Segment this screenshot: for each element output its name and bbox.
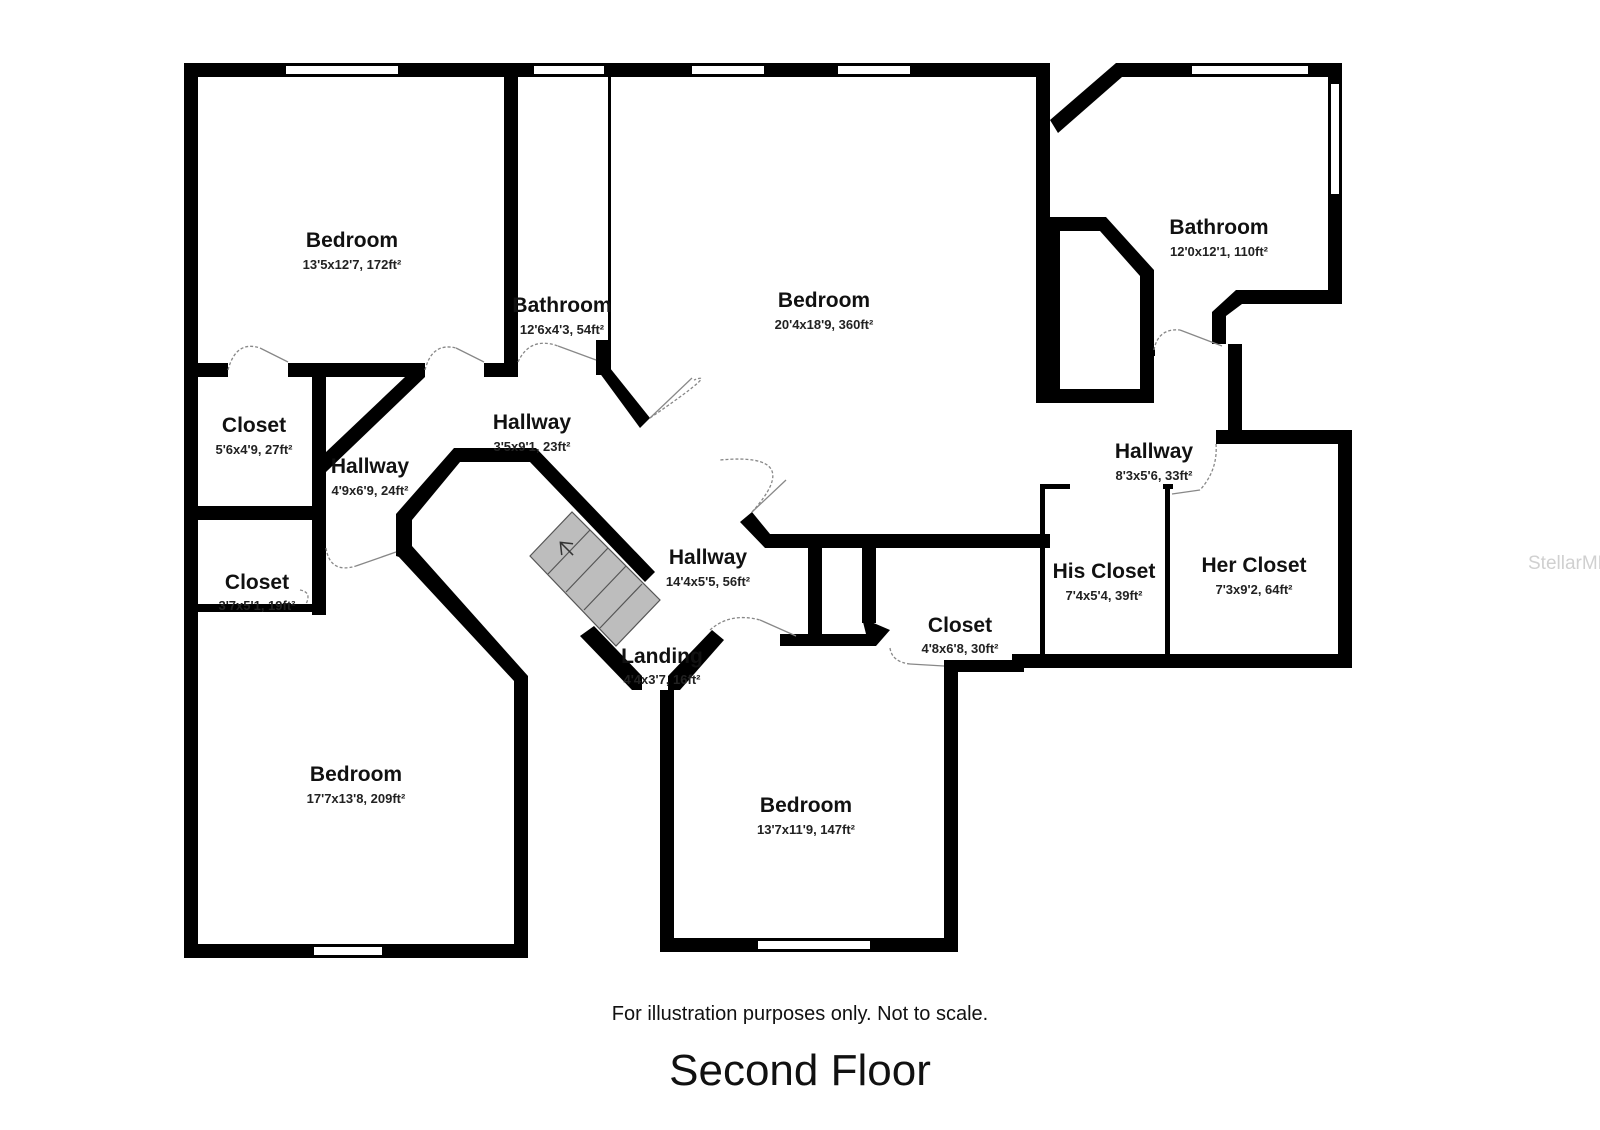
- room-bedroom-3: Bedroom 17'7x13'8, 209ft²: [307, 763, 406, 806]
- room-dims: 8'3x5'6, 33ft²: [1115, 468, 1193, 483]
- room-bedroom-4: Bedroom 13'7x11'9, 147ft²: [757, 794, 856, 837]
- room-name: Hallway: [331, 455, 410, 478]
- stair-direction-arrow-icon: [559, 541, 574, 556]
- disclaimer-note: For illustration purposes only. Not to s…: [611, 1003, 989, 1025]
- room-labels: Bedroom 13'5x12'7, 172ft² Bathroom 12'6x…: [215, 216, 1306, 837]
- room-bedroom-2: Bedroom 20'4x18'9, 360ft²: [775, 289, 874, 332]
- room-landing: Landing 4'4x3'7, 16ft²: [621, 645, 703, 687]
- walls: [184, 63, 1352, 958]
- room-hallway-1: Hallway 3'5x9'1, 23ft²: [493, 411, 572, 454]
- room-closet-3: Closet 4'8x6'8, 30ft²: [921, 614, 999, 656]
- room-name: Closet: [928, 614, 992, 637]
- room-dims: 3'7x5'1, 19ft²: [218, 598, 296, 613]
- room-name: Closet: [225, 571, 289, 594]
- room-hallway-3: Hallway 8'3x5'6, 33ft²: [1115, 440, 1194, 483]
- room-name: His Closet: [1053, 560, 1156, 583]
- room-name: Bathroom: [1169, 216, 1268, 239]
- room-dims: 3'5x9'1, 23ft²: [493, 439, 571, 454]
- room-dims: 12'0x12'1, 110ft²: [1170, 244, 1269, 259]
- room-name: Hallway: [1115, 440, 1194, 463]
- room-dims: 7'3x9'2, 64ft²: [1215, 582, 1293, 597]
- doors: [227, 329, 1223, 667]
- room-bathroom-2: Bathroom 12'0x12'1, 110ft²: [1169, 216, 1268, 259]
- room-name: Hallway: [669, 546, 748, 569]
- room-dims: 14'4x5'5, 56ft²: [666, 574, 751, 589]
- room-his-closet: His Closet 7'4x5'4, 39ft²: [1053, 560, 1156, 603]
- room-dims: 4'9x6'9, 24ft²: [331, 483, 409, 498]
- room-name: Bedroom: [310, 763, 402, 786]
- room-bathroom-1: Bathroom 12'6x4'3, 54ft²: [512, 294, 611, 337]
- room-name: Bedroom: [778, 289, 870, 312]
- watermark: StellarMLS: [1528, 553, 1600, 574]
- room-name: Bedroom: [306, 229, 398, 252]
- windows: [286, 66, 1339, 955]
- room-dims: 17'7x13'8, 209ft²: [307, 791, 406, 806]
- room-hallway-2: Hallway 4'9x6'9, 24ft²: [331, 455, 410, 498]
- floor-title: Second Floor: [669, 1046, 931, 1095]
- room-dims: 20'4x18'9, 360ft²: [775, 317, 874, 332]
- room-dims: 4'8x6'8, 30ft²: [921, 641, 999, 656]
- room-name: Landing: [621, 645, 703, 668]
- room-hallway-4: Hallway 14'4x5'5, 56ft²: [666, 546, 751, 589]
- room-dims: 12'6x4'3, 54ft²: [520, 322, 605, 337]
- room-name: Closet: [222, 414, 286, 437]
- room-closet-1: Closet 5'6x4'9, 27ft²: [215, 414, 293, 457]
- room-dims: 13'5x12'7, 172ft²: [303, 257, 402, 272]
- room-dims: 4'4x3'7, 16ft²: [623, 672, 701, 687]
- room-closet-2: Closet 3'7x5'1, 19ft²: [218, 571, 296, 613]
- room-dims: 13'7x11'9, 147ft²: [757, 822, 856, 837]
- room-name: Her Closet: [1201, 554, 1306, 577]
- room-name: Hallway: [493, 411, 572, 434]
- stairs: [529, 511, 661, 647]
- room-name: Bedroom: [760, 794, 852, 817]
- room-name: Bathroom: [512, 294, 611, 317]
- room-dims: 7'4x5'4, 39ft²: [1065, 588, 1143, 603]
- room-bedroom-1: Bedroom 13'5x12'7, 172ft²: [303, 229, 402, 272]
- room-her-closet: Her Closet 7'3x9'2, 64ft²: [1201, 554, 1306, 597]
- room-dims: 5'6x4'9, 27ft²: [215, 442, 293, 457]
